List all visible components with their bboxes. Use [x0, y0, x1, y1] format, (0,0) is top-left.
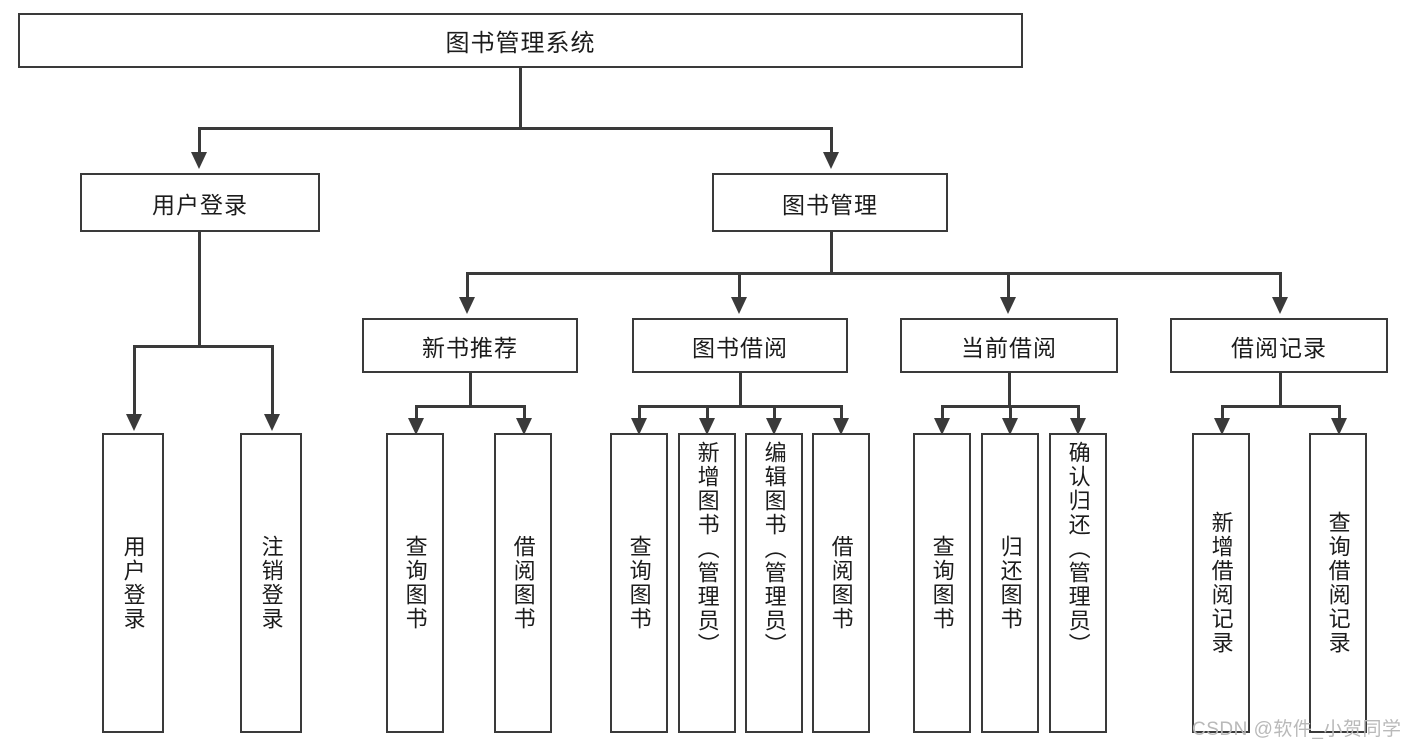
leaf-logout: 注销登录	[240, 433, 302, 733]
arrowhead-book-borrow	[731, 297, 747, 314]
connector-to-current-borrow	[1007, 272, 1010, 298]
connector-current-borrow-child-2	[1009, 405, 1012, 419]
connector-to-user-login	[198, 127, 201, 153]
arrowhead-borrow-record	[1272, 297, 1288, 314]
leaf-label: 借阅图书	[510, 535, 536, 631]
node-root-book-management-system: 图书管理系统	[18, 13, 1023, 68]
connector-to-book-management	[830, 127, 833, 153]
connector-root-stem	[519, 68, 522, 128]
leaf-borrow-book: 借阅图书	[812, 433, 870, 733]
connector-new-book-bar	[415, 405, 525, 408]
arrowhead-leaf-logout	[264, 414, 280, 431]
arrowhead-leaf-user-login	[126, 414, 142, 431]
leaf-label: 查询图书	[929, 535, 955, 631]
arrowhead-book-management	[823, 152, 839, 169]
arrowhead-leaf-borrow-book-2	[833, 418, 849, 435]
node-label: 图书管理系统	[445, 30, 596, 57]
arrowhead-leaf-edit-book	[766, 418, 782, 435]
arrowhead-new-book	[459, 297, 475, 314]
arrowhead-leaf-query-book-2	[631, 418, 647, 435]
leaf-label: 归还图书	[997, 535, 1023, 631]
arrowhead-leaf-return-book	[1002, 418, 1018, 435]
arrowhead-leaf-query-book-1	[408, 418, 424, 435]
node-current-borrow: 当前借阅	[900, 318, 1118, 373]
connector-book-borrow-child-4	[840, 405, 843, 419]
leaf-confirm-return-admin: 确认归还（管理员）	[1049, 433, 1107, 733]
connector-borrow-record-bar	[1221, 405, 1340, 408]
node-label: 用户登录	[152, 191, 248, 218]
csdn-watermark: CSDN @软件_小贺同学	[1192, 719, 1402, 740]
leaf-edit-book-admin: 编辑图书（管理员）	[745, 433, 803, 733]
arrowhead-leaf-confirm-return	[1070, 418, 1086, 435]
arrowhead-leaf-query-book-3	[934, 418, 950, 435]
leaf-label: 查询借阅记录	[1325, 511, 1351, 655]
leaf-user-login: 用户登录	[102, 433, 164, 733]
arrowhead-leaf-borrow-book-1	[516, 418, 532, 435]
leaf-label: 新增图书（管理员）	[694, 441, 720, 657]
leaf-label: 查询图书	[626, 535, 652, 631]
node-new-book-recommend: 新书推荐	[362, 318, 578, 373]
leaf-label: 编辑图书（管理员）	[761, 441, 787, 657]
connector-current-borrow-child-1	[941, 405, 944, 419]
leaf-label: 注销登录	[258, 535, 284, 631]
arrowhead-user-login	[191, 152, 207, 169]
leaf-query-book-current: 查询图书	[913, 433, 971, 733]
connector-borrow-record-child-2	[1338, 405, 1341, 419]
leaf-label: 用户登录	[120, 535, 146, 631]
connector-borrow-record-stem	[1279, 373, 1282, 407]
connector-level3-bar	[466, 272, 1281, 275]
arrowhead-leaf-add-record	[1214, 418, 1230, 435]
connector-book-borrow-bar	[638, 405, 842, 408]
leaf-query-book-borrow: 查询图书	[610, 433, 668, 733]
connector-to-new-book	[466, 272, 469, 298]
leaf-query-book-new-recommend: 查询图书	[386, 433, 444, 733]
connector-book-borrow-child-3	[773, 405, 776, 419]
leaf-label: 确认归还（管理员）	[1065, 441, 1091, 657]
connector-book-borrow-stem	[739, 373, 742, 407]
node-borrow-record: 借阅记录	[1170, 318, 1388, 373]
connector-user-login-child-1	[133, 345, 136, 415]
connector-book-borrow-child-2	[706, 405, 709, 419]
node-book-management: 图书管理	[712, 173, 948, 232]
connector-book-borrow-child-1	[638, 405, 641, 419]
connector-level2-bar	[198, 127, 832, 130]
leaf-label: 查询图书	[402, 535, 428, 631]
node-user-login: 用户登录	[80, 173, 320, 232]
connector-book-management-stem	[830, 232, 833, 274]
arrowhead-leaf-add-book	[699, 418, 715, 435]
connector-new-book-child-2	[523, 405, 526, 419]
connector-current-borrow-child-3	[1077, 405, 1080, 419]
node-label: 图书借阅	[692, 334, 788, 361]
connector-user-login-stem	[198, 232, 201, 347]
leaf-label: 借阅图书	[828, 535, 854, 631]
leaf-add-borrow-record: 新增借阅记录	[1192, 433, 1250, 733]
connector-user-login-child-2	[271, 345, 274, 415]
connector-to-borrow-record	[1279, 272, 1282, 298]
node-label: 借阅记录	[1231, 334, 1327, 361]
node-label: 当前借阅	[961, 334, 1057, 361]
connector-borrow-record-child-1	[1221, 405, 1224, 419]
leaf-query-borrow-record: 查询借阅记录	[1309, 433, 1367, 733]
leaf-add-book-admin: 新增图书（管理员）	[678, 433, 736, 733]
leaf-borrow-book-new-recommend: 借阅图书	[494, 433, 552, 733]
leaf-label: 新增借阅记录	[1208, 511, 1234, 655]
connector-new-book-child-1	[415, 405, 418, 419]
node-book-borrow: 图书借阅	[632, 318, 848, 373]
arrowhead-leaf-query-record	[1331, 418, 1347, 435]
node-label: 新书推荐	[422, 334, 518, 361]
connector-to-book-borrow	[738, 272, 741, 298]
node-label: 图书管理	[782, 191, 878, 218]
connector-new-book-stem	[469, 373, 472, 407]
connector-current-borrow-stem	[1008, 373, 1011, 407]
leaf-return-book: 归还图书	[981, 433, 1039, 733]
connector-user-login-bar	[133, 345, 274, 348]
arrowhead-current-borrow	[1000, 297, 1016, 314]
